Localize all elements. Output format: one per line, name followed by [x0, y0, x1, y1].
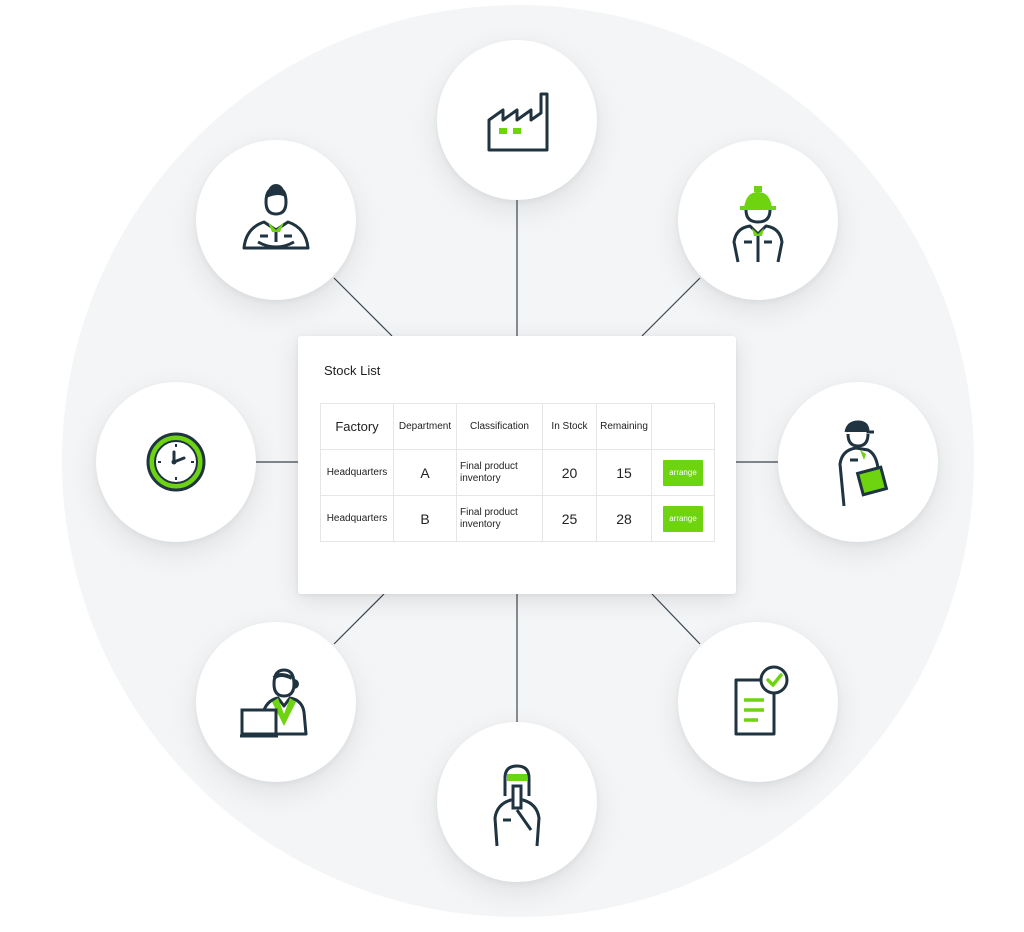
cell-remaining: 28	[596, 495, 652, 542]
connector-bottom-left	[333, 593, 385, 645]
technician-icon	[493, 764, 541, 847]
stock-table: Factory Department Classification In Sto…	[320, 403, 715, 542]
node-manager[interactable]	[196, 140, 356, 300]
manager-icon	[242, 184, 310, 250]
node-delivery-worker[interactable]	[778, 382, 938, 542]
stock-list-card: Stock List Factory Department Classifica…	[298, 336, 736, 594]
header-remaining: Remaining	[596, 403, 652, 450]
factory-icon	[487, 92, 549, 152]
stock-list-title: Stock List	[324, 363, 381, 378]
header-classification: Classification	[456, 403, 543, 450]
hardhat-worker-icon	[732, 186, 784, 263]
connector-top-left	[333, 277, 393, 337]
operator-laptop-icon	[240, 668, 308, 738]
header-in-stock: In Stock	[542, 403, 597, 450]
connector-top-right	[641, 277, 701, 337]
arrange-button[interactable]: arrange	[663, 505, 703, 532]
node-technician[interactable]	[437, 722, 597, 882]
checked-document-icon	[734, 665, 789, 736]
header-department: Department	[393, 403, 457, 450]
cell-classification: Final product inventory	[456, 449, 543, 496]
cell-department: B	[393, 495, 457, 542]
node-operator[interactable]	[196, 622, 356, 782]
connector-bottom-right	[651, 593, 701, 645]
table-header-row: Factory Department Classification In Sto…	[320, 403, 715, 450]
node-clock[interactable]	[96, 382, 256, 542]
clock-icon	[146, 432, 206, 492]
node-factory[interactable]	[437, 40, 597, 200]
cell-in-stock: 25	[542, 495, 597, 542]
arrange-button[interactable]: arrange	[663, 459, 703, 486]
cell-factory: Headquarters	[320, 495, 394, 542]
cell-in-stock: 20	[542, 449, 597, 496]
table-row: Headquarters B Final product inventory 2…	[320, 495, 715, 542]
cell-action: arrange	[651, 495, 715, 542]
cell-action: arrange	[651, 449, 715, 496]
cell-department: A	[393, 449, 457, 496]
node-hardhat-worker[interactable]	[678, 140, 838, 300]
cell-factory: Headquarters	[320, 449, 394, 496]
header-action	[651, 403, 715, 450]
cell-remaining: 15	[596, 449, 652, 496]
table-row: Headquarters A Final product inventory 2…	[320, 449, 715, 496]
node-checked-document[interactable]	[678, 622, 838, 782]
cell-classification: Final product inventory	[456, 495, 543, 542]
header-factory: Factory	[320, 403, 394, 450]
delivery-worker-clipboard-icon	[838, 420, 889, 507]
